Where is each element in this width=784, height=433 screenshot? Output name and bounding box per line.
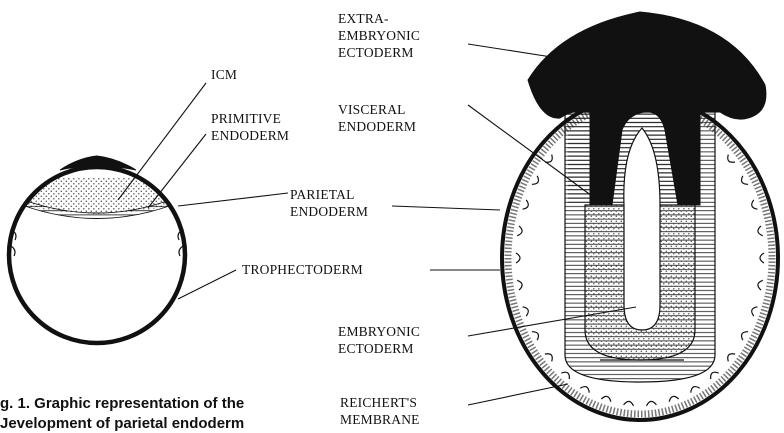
parietal-endoderm-cell (517, 226, 522, 236)
label-extra-embryonic-ectoderm: EXTRA- EMBRYONIC ECTODERM (338, 10, 420, 61)
figure-caption-line2: Jevelopment of parietal endoderm (0, 415, 244, 433)
label-reicherts-line1: REICHERT'S (340, 394, 420, 411)
parietal-endoderm-cell (523, 307, 529, 316)
parietal-endoderm-cell (561, 372, 569, 379)
parietal-endoderm-cell (545, 354, 552, 362)
label-parietal-endoderm-line1: PARIETAL (290, 186, 368, 203)
label-visceral-endoderm-line2: ENDODERM (338, 118, 416, 135)
parietal-endoderm-cell (523, 200, 529, 209)
parietal-endoderm-cell (752, 307, 758, 316)
parietal-endoderm-cell (580, 387, 589, 393)
parietal-endoderm-cell (691, 387, 700, 393)
parietal-endoderm-cell (728, 155, 735, 163)
label-primitive-endoderm-line1: PRIMITIVE (211, 110, 289, 127)
blastocyst (8, 156, 186, 343)
parietal-endoderm-cell (647, 401, 657, 405)
parietal-endoderm-cell (760, 253, 764, 263)
parietal-endoderm-cell (758, 226, 763, 236)
parietal-endoderm-cell (728, 354, 735, 362)
parietal-endoderm-cell (752, 200, 758, 209)
parietal-endoderm-cell (601, 396, 611, 401)
label-reicherts-membrane: REICHERT'S MEMBRANE (340, 394, 420, 428)
egg-cylinder (502, 12, 778, 420)
parietal-endoderm-cell (669, 396, 679, 401)
parietal-endoderm-cell (517, 280, 522, 290)
parietal-endoderm-cell (742, 332, 749, 341)
parietal-endoderm-cell (758, 280, 763, 290)
proamniotic-cavity (624, 128, 660, 330)
label-parietal-endoderm-line2: ENDODERM (290, 203, 368, 220)
label-parietal-endoderm: PARIETAL ENDODERM (290, 186, 368, 220)
label-visceral-endoderm: VISCERAL ENDODERM (338, 101, 416, 135)
label-icm: ICM (211, 66, 237, 83)
label-embryonic-ectoderm-line2: ECTODERM (338, 340, 420, 357)
label-extra-embryonic-line3: ECTODERM (338, 44, 420, 61)
label-extra-embryonic-line2: EMBRYONIC (338, 27, 420, 44)
parietal-endoderm-cells (11, 230, 183, 256)
parietal-endoderm-cell (545, 155, 552, 163)
parietal-endoderm-cell (532, 332, 539, 341)
parietal-endoderm-cell (711, 372, 719, 379)
parietal-endoderm-cell (516, 253, 520, 263)
label-trophectoderm: TROPHECTODERM (242, 261, 363, 278)
label-embryonic-ectoderm: EMBRYONIC ECTODERM (338, 323, 420, 357)
figure-caption-line1: g. 1. Graphic representation of the (0, 395, 244, 413)
label-primitive-endoderm-line2: ENDODERM (211, 127, 289, 144)
label-primitive-endoderm: PRIMITIVE ENDODERM (211, 110, 289, 144)
label-visceral-endoderm-line1: VISCERAL (338, 101, 416, 118)
parietal-endoderm-cell (624, 401, 634, 405)
label-embryonic-ectoderm-line1: EMBRYONIC (338, 323, 420, 340)
parietal-endoderm-cell (742, 176, 749, 185)
label-reicherts-line2: MEMBRANE (340, 411, 420, 428)
label-extra-embryonic-line1: EXTRA- (338, 10, 420, 27)
parietal-endoderm-cell (532, 176, 539, 185)
